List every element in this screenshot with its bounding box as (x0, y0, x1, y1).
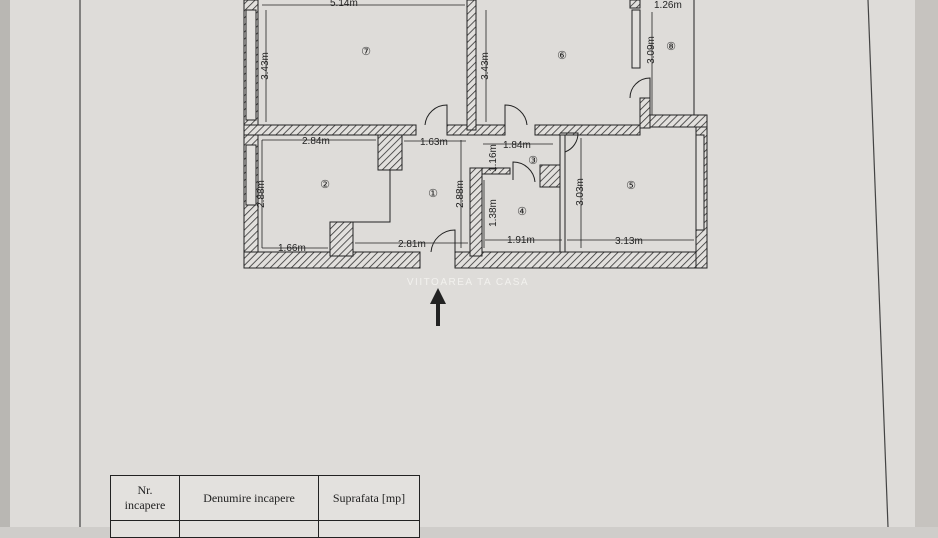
dim-room6-height: 3.43m (480, 52, 491, 80)
room-number-3: ③ (528, 155, 538, 167)
wall-mid-3 (534, 124, 641, 136)
entrance-door (430, 229, 456, 253)
door-4 (512, 161, 536, 183)
table-header-row: Nr. incapere Denumire incapere Suprafata… (110, 475, 420, 521)
stair-block (539, 164, 561, 188)
wall-8-stub (639, 97, 651, 129)
dim-room2-bottom: 1.66m (278, 243, 306, 254)
dim-room8-width: 1.26m (654, 0, 682, 11)
room-number-7: ⑦ (361, 46, 371, 58)
door-6 (504, 104, 528, 126)
dim-room3-height: 1.16m (488, 144, 499, 172)
dim-room4-height: 1.38m (488, 199, 499, 227)
table-row (110, 520, 420, 538)
dim-room2-width: 2.84m (302, 136, 330, 147)
dim-room3-width: 1.84m (503, 140, 531, 151)
wall-7-6 (466, 0, 477, 131)
floor-plan: 5.14m 3.43m 3.43m 1.26m 3.09m 2.84m 2.88… (243, 0, 708, 326)
window-7 (245, 9, 257, 121)
room-number-5: ⑤ (626, 180, 636, 192)
dim-room8-height: 3.09m (646, 36, 657, 64)
dim-room1-width: 1.63m (420, 137, 448, 148)
document-photo: 5.14m 3.43m 3.43m 1.26m 3.09m 2.84m 2.88… (0, 0, 938, 527)
arrow-up-icon (430, 288, 446, 326)
header-area: Suprafata [mp] (318, 475, 420, 521)
room-number-1: ① (428, 188, 438, 200)
dim-room7-width: 5.14m (330, 0, 358, 9)
header-room-name: Denumire incapere (179, 475, 319, 521)
room-number-8: ⑧ (666, 41, 676, 53)
watermark: VIITOAREA TA CASA (407, 277, 529, 288)
rooms-table: Nr. incapere Denumire incapere Suprafata… (110, 475, 420, 538)
wall-4-top (481, 167, 511, 175)
dim-room5-height: 3.03m (575, 178, 586, 206)
door-5 (560, 132, 579, 153)
window-2 (245, 144, 257, 206)
window-5 (695, 134, 705, 231)
pillar-2 (329, 221, 354, 257)
dim-room1-height: 2.88m (455, 180, 466, 208)
dim-room7-height: 3.43m (260, 52, 271, 80)
dim-room1-bottom: 2.81m (398, 239, 426, 250)
wall-south-right (454, 251, 708, 269)
dim-room4-width: 1.91m (507, 235, 535, 246)
window-8 (631, 9, 641, 69)
page-border-right (867, 0, 889, 527)
wall-8-top (629, 0, 641, 9)
room-number-4: ④ (517, 206, 527, 218)
dim-room2-height: 2.88m (256, 180, 267, 208)
door-7 (424, 104, 448, 126)
door-8 (629, 77, 651, 99)
room-number-2: ② (320, 179, 330, 191)
header-room-number: Nr. incapere (110, 475, 180, 521)
pillar-1 (377, 134, 403, 171)
wall-1-4 (469, 167, 483, 257)
dim-room5-width: 3.13m (615, 236, 643, 247)
room-number-6: ⑥ (557, 50, 567, 62)
wall-mid-1 (243, 124, 417, 136)
